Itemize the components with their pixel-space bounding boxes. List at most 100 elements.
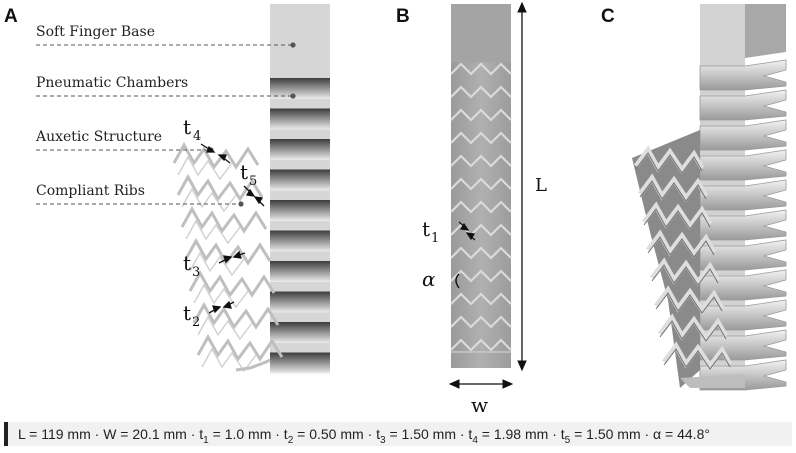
callout-label-chambers: Pneumatic Chambers [36, 75, 188, 91]
panel-b-zigzag-7 [450, 223, 512, 237]
auxetic-rib-5 [192, 301, 280, 330]
t5-base: t [240, 160, 248, 184]
parameter-caption: L = 119 mm · W = 20.1 mm · t1 = 1.0 mm ·… [4, 422, 792, 446]
panel-a-letter: A [4, 6, 18, 27]
callout-pneumatic-chambers: Pneumatic Chambers [36, 75, 296, 99]
thickness-label-t2: t 2 [183, 301, 200, 330]
callout-label-auxetic: Auxetic Structure [35, 129, 162, 145]
chamber-0 [270, 78, 330, 99]
width-dimension [448, 379, 514, 389]
panel-c-chamber-5 [699, 209, 787, 241]
t3-base: t [183, 251, 191, 275]
arrow-t2 [208, 300, 235, 314]
caption-text-8: = 1.98 mm · t [477, 426, 565, 442]
panel-c-auxetic-edge-4 [651, 264, 719, 286]
callout-dot [290, 42, 296, 48]
angle-label: α [422, 267, 436, 291]
callout-label-ribs: Compliant Ribs [36, 183, 145, 199]
caption-subscript-5: 3 [380, 434, 386, 446]
chamber-7 [270, 291, 330, 313]
arrow-t4 [200, 143, 231, 164]
auxetic-rib-4 [188, 269, 276, 298]
chamber-5 [270, 230, 330, 252]
t2-base: t [183, 301, 191, 325]
width-label: w [471, 393, 488, 417]
panel-a-finger [270, 4, 330, 374]
panel-c-auxetic-rib-3 [646, 229, 717, 259]
panel-b-letter: B [396, 6, 410, 27]
panel-c-auxetic-rib-0 [634, 145, 705, 175]
panel-b-zigzag-4 [450, 154, 512, 168]
panel-c-foot [680, 374, 745, 388]
panel-c-auxetic-edge-3 [647, 236, 715, 258]
arrow-t3 [218, 250, 246, 264]
auxetic-rib-0 [172, 141, 260, 170]
panel-c-auxetic-edge-7 [663, 348, 731, 370]
panel-c-chambers [699, 59, 787, 391]
thickness-label-t3: t 3 [183, 251, 200, 280]
callout-dot [238, 201, 244, 207]
callout-soft-finger-base: Soft Finger Base [36, 24, 296, 48]
callout-dot [290, 93, 296, 99]
caption-subscript-9: 5 [564, 434, 571, 446]
panel-c-auxetic-structure [632, 130, 745, 388]
auxetic-inner-0 [177, 155, 233, 181]
t5-sub: 5 [249, 174, 257, 189]
thickness-arrows-a [200, 143, 265, 314]
panel-b-zigzag-6 [450, 200, 512, 214]
t2-sub: 2 [192, 315, 200, 330]
caption-text-4: = 0.50 mm · t [293, 426, 381, 442]
panel-c-isometric-model [632, 4, 787, 391]
panel-c-chamber-4 [699, 179, 787, 211]
panel-b-base [451, 4, 511, 62]
panel-c-auxetic-rib-7 [662, 341, 733, 371]
panel-c-auxetic-edge-1 [639, 180, 707, 202]
thickness-label-t5: t 5 [240, 160, 257, 189]
angle-arc [455, 273, 460, 289]
thickness-label-t4: t 4 [183, 115, 201, 144]
auxetic-rib-6 [196, 333, 284, 362]
panel-b-zigzag-0 [450, 62, 512, 76]
panel-b-zigzag-11 [450, 315, 512, 329]
panel-c-auxetic-edge-6 [659, 320, 727, 342]
panel-b-zigzag-10 [450, 292, 512, 306]
t4-base: t [183, 115, 191, 139]
panel-c-auxetic-rib-6 [658, 313, 729, 343]
t1-base: t [422, 217, 430, 241]
caption-subscript-1: 1 [203, 434, 209, 446]
panel-c-chamber-7 [699, 269, 787, 301]
panel-b-finger [450, 4, 512, 368]
auxetic-rib-1 [176, 173, 264, 202]
panel-b-zigzag-12 [450, 338, 512, 352]
auxetic-inner-2 [185, 219, 241, 245]
panel-c-letter: C [601, 6, 615, 27]
chamber-6 [270, 261, 330, 282]
panel-c-chamber-6 [699, 239, 787, 271]
auxetic-inner-3 [189, 251, 245, 277]
panel-b-zigzag-5 [450, 177, 512, 191]
chamber-4 [270, 200, 330, 221]
panel-c-auxetic-rib-5 [654, 285, 725, 315]
auxetic-inner-1 [181, 187, 237, 213]
panel-c-auxetic-edge-2 [643, 208, 711, 230]
auxetic-tip [235, 358, 271, 372]
panel-c-auxetic-rib-1 [638, 173, 709, 203]
panel-c-auxetic-shadow [632, 130, 700, 388]
panel-c-chamber-3 [699, 149, 787, 181]
panel-c-auxetic-rib-2 [642, 201, 713, 231]
chamber-1 [270, 108, 330, 130]
panel-b-zigzag-8 [450, 246, 512, 260]
t3-sub: 3 [192, 265, 200, 280]
arrow-t5 [243, 185, 265, 207]
thickness-label-t1: t 1 [422, 217, 439, 246]
panel-c-base-side [745, 4, 786, 58]
panel-c-auxetic-edge-0 [635, 152, 703, 174]
chamber-9 [270, 352, 330, 374]
pneumatic-chambers [270, 78, 330, 374]
callout-label-base: Soft Finger Base [36, 24, 155, 40]
auxetic-rib-3 [184, 237, 272, 266]
caption-text-2: = 1.0 mm · t [208, 426, 288, 442]
chamber-3 [270, 169, 330, 191]
panel-b-zigzag-1 [450, 85, 512, 99]
callout-compliant-ribs: Compliant Ribs [36, 183, 244, 207]
